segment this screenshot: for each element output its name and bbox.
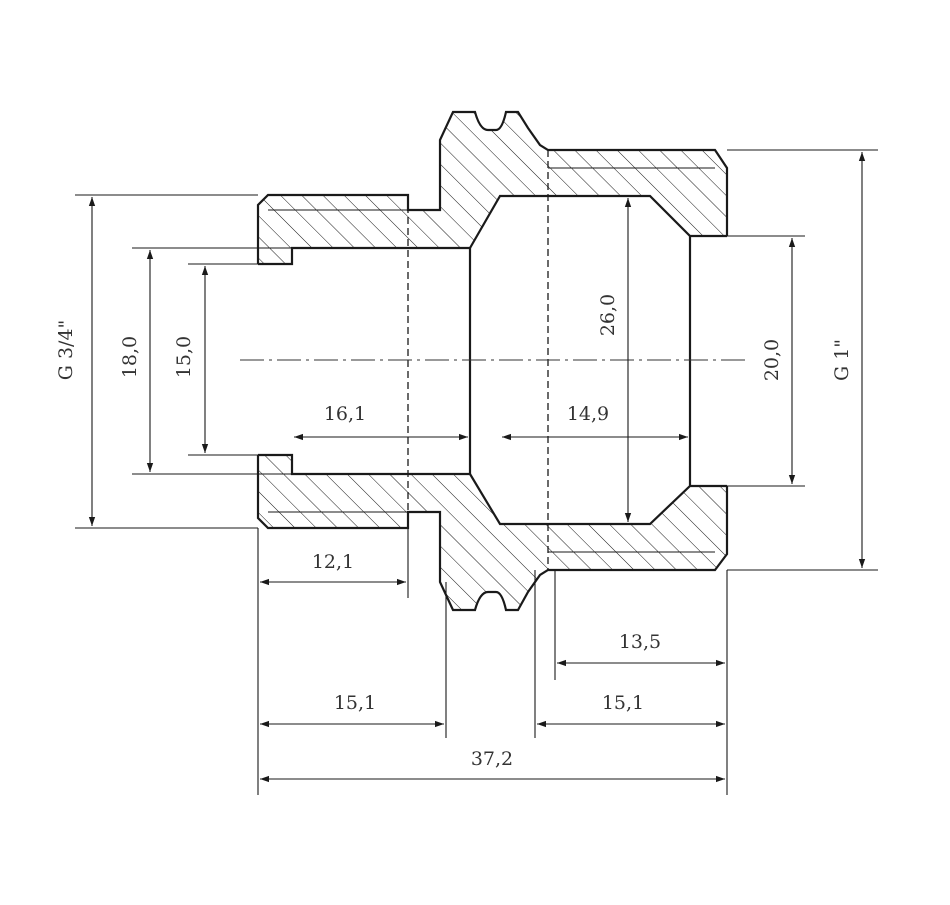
label-len-12-1: 12,1: [312, 551, 354, 573]
label-len-37-2: 37,2: [471, 748, 513, 770]
label-len-14-9: 14,9: [567, 403, 609, 425]
dimension-labels: G 3/4" 18,0 15,0 26,0 20,0 G 1" 16,1 14,…: [55, 294, 853, 770]
label-len-13-5: 13,5: [619, 631, 661, 653]
dimension-lines: [88, 152, 866, 783]
bore-left: [258, 246, 472, 476]
fitting-body-section: [258, 112, 727, 610]
label-len-15-1-right: 15,1: [602, 692, 644, 714]
label-dia-15: 15,0: [173, 336, 195, 378]
label-dia-20: 20,0: [761, 339, 783, 381]
bore-right: [469, 194, 727, 526]
label-dia-26: 26,0: [597, 294, 619, 336]
outline-top: [256, 110, 729, 264]
outline-bottom: [256, 455, 729, 612]
fitting-outline: [256, 110, 729, 612]
section-bottom: [258, 455, 727, 610]
label-len-16-1: 16,1: [324, 403, 366, 425]
section-top-left: [258, 112, 727, 264]
label-dia-18: 18,0: [119, 336, 141, 378]
extension-lines: [75, 149, 878, 795]
label-thread-right: G 1": [831, 339, 853, 381]
label-thread-left: G 3/4": [55, 320, 77, 381]
label-len-15-1-left: 15,1: [334, 692, 376, 714]
